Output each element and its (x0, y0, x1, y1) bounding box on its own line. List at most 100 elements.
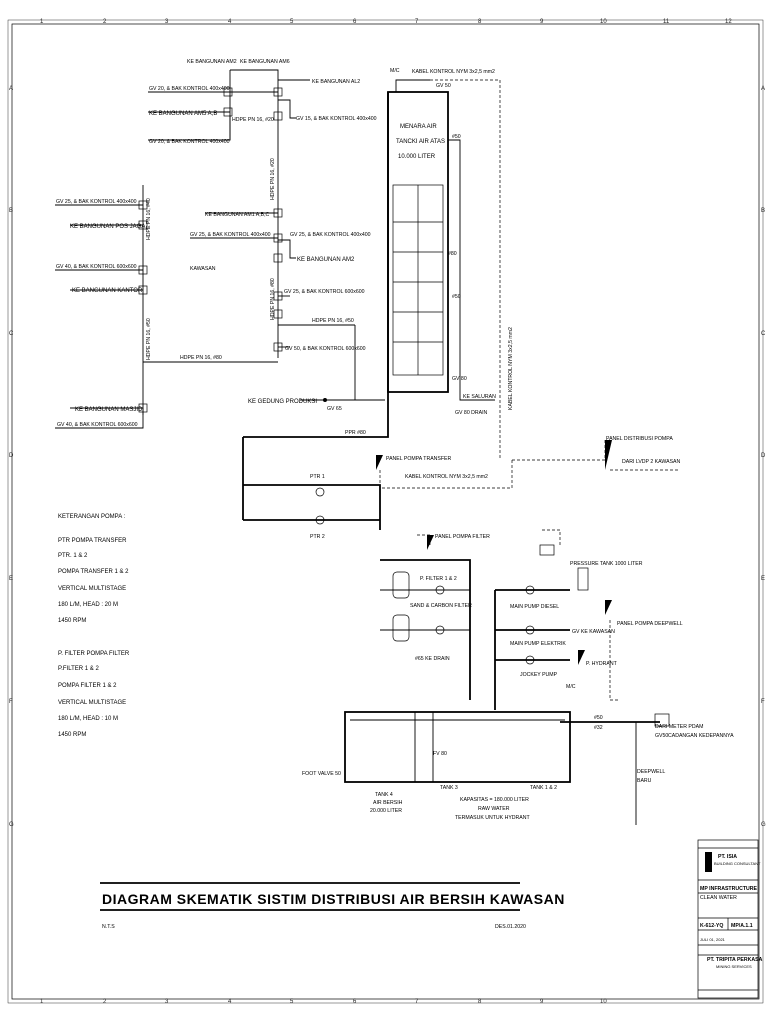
gv25-am1-label: GV 25, & BAK KONTROL 400x400 (190, 232, 271, 238)
diesel-pump (525, 585, 535, 595)
hydrant-note-label: TERMASUK UNTUK HYDRANT (455, 815, 530, 821)
filter-branch (380, 589, 470, 631)
grid-col-label: 8 (478, 999, 482, 1005)
grid-row-label: E (9, 576, 13, 582)
tower-d50b-label: #50 (452, 294, 461, 300)
grid-col-label: 2 (103, 19, 107, 25)
raw-water-label: RAW WATER (478, 806, 510, 812)
tower-cable-label: KABEL KONTROL NYM 3x2,5 mm2 (412, 69, 495, 75)
isia-label: PT. ISIA (718, 854, 737, 860)
tower-d50-label: #50 (452, 134, 461, 140)
deepwell-label: DEEPWELL (637, 769, 665, 775)
keterangan-line: PTR POMPA TRANSFER (58, 538, 127, 544)
hdpe50-vertical-label: HDPE PN 16, #50 (146, 318, 152, 360)
grid-col-label: 4 (228, 19, 232, 25)
tower-bracing (393, 185, 443, 375)
mining-label: MINING SERVICES (716, 964, 752, 969)
keterangan-line: P. FILTER POMPA FILTER (58, 651, 130, 657)
tower-mlc-label: M/C (390, 68, 400, 74)
grid-col-label: 6 (353, 999, 357, 1005)
am5-label: KE BANGUNAN AM5 A,B (149, 111, 217, 117)
valve-box (223, 107, 233, 117)
main-pump-pipes (494, 589, 570, 710)
grid-col-label: 9 (540, 19, 544, 25)
drawing-title: DIAGRAM SKEMATIK SISTIM DISTRIBUSI AIR B… (100, 882, 565, 930)
transfer-pipe-1 (243, 484, 381, 530)
valve-box (138, 220, 148, 230)
outer-border (7, 19, 764, 1004)
grid-col-label: 4 (228, 999, 232, 1005)
am2-line (278, 239, 296, 259)
valve-box (138, 403, 148, 413)
grid-col-label: 12 (725, 19, 732, 25)
pressure-tank (577, 567, 589, 591)
masjid-gv-line (55, 408, 144, 429)
hdpe50-label: HDPE PN 16, #50 (312, 318, 354, 324)
ptr1-label: PTR 1 (310, 474, 325, 480)
tank4-capacity-label: 20.000 LITER (370, 808, 402, 814)
gv40-kantor-label: GV 40, & BAK KONTROL 600x600 (56, 264, 137, 270)
tank-area: M/C #50 #32 DARI METER PDAM GV50 CADANGA… (302, 684, 734, 825)
ground-tank (344, 711, 571, 783)
grid-col-label: 10 (600, 999, 607, 1005)
hdpe20-label: HDPE PN 16, #20 (232, 117, 274, 123)
pressure-tank-label: PRESSURE TANK 1000 LITER (570, 561, 643, 567)
ppr80-pipe (243, 92, 389, 438)
keterangan-line: 1450 RPM (58, 618, 86, 624)
gv25b-label: GV 25, & BAK KONTROL 600x600 (284, 289, 365, 295)
grid-col-label: 8 (478, 19, 482, 25)
title-block-rows (698, 847, 758, 991)
grid-row-label: B (761, 208, 765, 214)
gv65-label: GV 65 (327, 406, 342, 412)
gv25-posjaga-label: GV 25, & BAK KONTROL 400x400 (56, 199, 137, 205)
saluran-label: KE SALURAN (463, 394, 496, 400)
keterangan-line: 180 L/M, HEAD : 20 M (58, 602, 118, 608)
ptr1-pump (315, 487, 325, 497)
keterangan-line: VERTICAL MULTISTAGE (58, 586, 126, 592)
valve-box (273, 111, 283, 121)
lvdp-label: DARI LVDP 2 KAWASAN (622, 459, 680, 465)
hydrant-label: P. HYDRANT (586, 661, 618, 667)
keterangan-line: POMPA TRANSFER 1 & 2 (58, 569, 129, 575)
electric-label: MAIN PUMP ELEKTRIK (510, 641, 566, 647)
grid-rows: A B C D E F G A B C D E F G (9, 86, 766, 828)
tank-d32-label: #32 (594, 725, 603, 731)
grid-col-label: 2 (103, 999, 107, 1005)
valve-box (138, 200, 148, 210)
al2-label: KE BANGUNAN AL2 (312, 79, 360, 85)
pump-area: PANEL DISTRIBUSI POMPA DARI LVDP 2 KAWAS… (243, 436, 683, 710)
code-label: K-612-YQ (700, 923, 723, 929)
tower-gv50-label: GV 50 (436, 83, 451, 89)
gv25-am2-label: GV 25, & BAK KONTROL 400x400 (290, 232, 371, 238)
am2-top-label: KE BANGUNAN AM2 (187, 59, 237, 65)
grid-row-label: D (9, 453, 14, 459)
grid-row-label: G (761, 822, 766, 828)
sheet-border (11, 23, 760, 1000)
tank4-sub-label: AIR BERSIH (373, 800, 403, 806)
keterangan-heading: KETERANGAN POMPA : (58, 514, 126, 520)
grid-columns-top: 1 2 3 4 5 6 7 8 9 10 11 12 (40, 19, 732, 25)
pump-cable-label: KABEL KONTROL NYM 3x2,5 mm2 (405, 474, 488, 480)
grid-col-label: 1 (40, 999, 44, 1005)
hdpe80-vertical-label: HDPE PN 16, #80 (270, 278, 276, 320)
ptr2-label: PTR 2 (310, 534, 325, 540)
tank-d50-label: #50 (594, 715, 603, 721)
grid-row-label: A (761, 86, 765, 92)
jockey-label: JOCKEY PUMP (520, 672, 558, 678)
grid-row-label: G (9, 822, 14, 828)
hdpe20-vertical-label: HDPE PN 16, #20 (270, 158, 276, 200)
diesel-label: MAIN PUMP DIESEL (510, 604, 559, 610)
pressure-switch (539, 544, 555, 556)
panel-feed-cable (512, 440, 606, 461)
panel-transfer-icon (376, 455, 383, 470)
cadangan-label: CADANGAN KEDEPANNYA (668, 733, 734, 739)
valve-box (138, 265, 148, 275)
valve-box (273, 309, 283, 319)
valve-dot (323, 398, 327, 402)
drain-pipe (448, 139, 495, 401)
posjaga-label: KE BANGUNAN POS JAGA (70, 224, 145, 230)
sub-label: CLEAN WATER (700, 895, 737, 901)
drawing-title-text: DIAGRAM SKEMATIK SISTIM DISTRIBUSI AIR B… (102, 891, 565, 907)
grid-col-label: 1 (40, 19, 44, 25)
